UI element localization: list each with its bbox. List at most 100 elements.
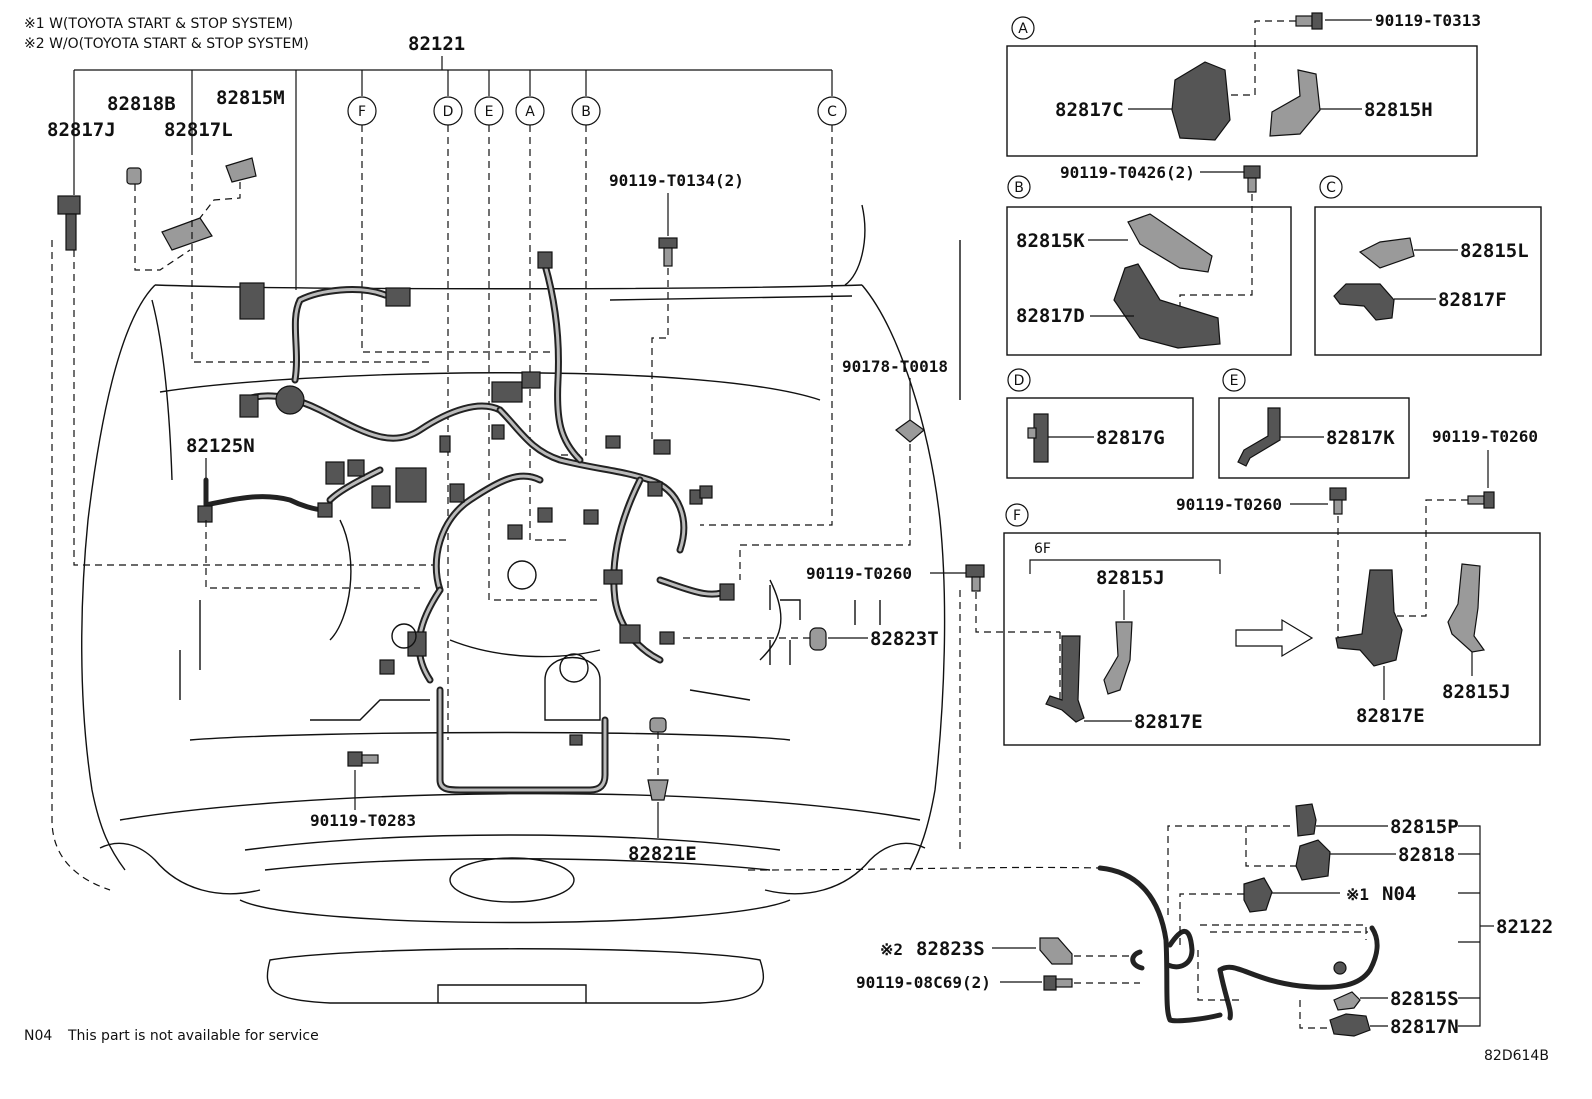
harness-82125N[interactable]	[197, 477, 333, 523]
part-82817G[interactable]	[1027, 413, 1049, 463]
bolt-90119-T0426[interactable]	[1243, 165, 1261, 193]
harness-connectors	[239, 251, 735, 746]
detail-f-circle: F	[1013, 508, 1021, 524]
part-N04[interactable]	[1243, 877, 1273, 913]
circle-label-F[interactable]: F	[347, 96, 377, 126]
sub-harness-82122-section: 82122 82815P 82818 ※1 N04 ※2 82823S 9011…	[747, 803, 1553, 1038]
circle-label-E[interactable]: E	[474, 96, 504, 126]
harness-82122[interactable]	[1097, 865, 1380, 1024]
clip-82823S[interactable]	[1039, 937, 1073, 965]
top-leader-lines	[73, 56, 833, 290]
label-82815H[interactable]: 82815H	[1364, 99, 1433, 121]
label-82817L[interactable]: 82817L	[164, 119, 233, 141]
detail-e-section: E 82817K	[1218, 368, 1410, 479]
main-wire-harness-82121[interactable]	[241, 261, 734, 794]
detail-e-circle: E	[1230, 373, 1239, 389]
bolt-90119-T0313[interactable]	[1295, 12, 1323, 30]
bolt-90119-T0134[interactable]	[658, 237, 678, 267]
bolt-90119-T0260-center[interactable]	[1329, 487, 1347, 515]
svg-text:B: B	[581, 104, 591, 120]
label-90119-T0260-right[interactable]: 90119-T0260	[1432, 427, 1538, 446]
label-90119-T0260-main[interactable]: 90119-T0260	[806, 564, 912, 583]
label-82815K[interactable]: 82815K	[1016, 230, 1085, 252]
bolt-90119-T0260-main[interactable]	[965, 564, 985, 592]
part-82817C[interactable]	[1171, 61, 1231, 141]
bolt-90119-T0260-right[interactable]	[1467, 491, 1495, 509]
part-82815J-left[interactable]	[1103, 621, 1133, 695]
label-82818B[interactable]: 82818B	[107, 93, 176, 115]
label-82821E[interactable]: 82821E	[628, 843, 697, 865]
label-6F: 6F	[1034, 541, 1051, 557]
bolt-90119-08C69[interactable]	[1043, 975, 1073, 991]
label-82125N[interactable]: 82125N	[186, 435, 255, 457]
detail-e-box	[1218, 397, 1410, 479]
label-82817F[interactable]: 82817F	[1438, 289, 1507, 311]
label-82817K[interactable]: 82817K	[1326, 427, 1395, 449]
clip-90178-T0018[interactable]	[895, 419, 925, 443]
detail-d-circle: D	[1014, 373, 1025, 389]
part-82818[interactable]	[1295, 839, 1331, 881]
label-82817C[interactable]: 82817C	[1055, 99, 1124, 121]
label-82817E-left[interactable]: 82817E	[1134, 711, 1203, 733]
part-82817N[interactable]	[1329, 1013, 1371, 1037]
footer-code: N04	[24, 1028, 52, 1044]
label-82817J[interactable]: 82817J	[47, 119, 116, 141]
part-82815K[interactable]	[1127, 213, 1213, 273]
part-82815P[interactable]	[1295, 803, 1317, 837]
label-N04-mark: ※1	[1346, 885, 1369, 904]
label-82815J-left[interactable]: 82815J	[1096, 567, 1165, 589]
part-82817F[interactable]	[1333, 283, 1395, 321]
part-82818B-clip[interactable]	[126, 167, 142, 185]
label-82823T[interactable]: 82823T	[870, 628, 939, 650]
label-82122[interactable]: 82122	[1496, 916, 1553, 938]
part-82817D[interactable]	[1113, 263, 1221, 349]
label-82817N[interactable]: 82817N	[1390, 1016, 1459, 1038]
label-90119-08C69-2[interactable]: 90119-08C69(2)	[856, 973, 991, 992]
label-82121[interactable]: 82121	[408, 33, 465, 55]
svg-text:F: F	[358, 104, 366, 120]
svg-text:E: E	[485, 104, 494, 120]
part-82815L[interactable]	[1358, 237, 1415, 269]
part-82815J-right[interactable]	[1447, 563, 1486, 653]
detail-f-box	[1003, 532, 1541, 746]
label-82815J-right[interactable]: 82815J	[1442, 681, 1511, 703]
label-82817D[interactable]: 82817D	[1016, 305, 1085, 327]
label-82817G[interactable]: 82817G	[1096, 427, 1165, 449]
label-90119-T0260-center[interactable]: 90119-T0260	[1176, 495, 1282, 514]
arrow-right-icon	[1235, 618, 1314, 658]
bolt-90119-T0283[interactable]	[347, 751, 379, 767]
detail-a-circle: A	[1018, 21, 1028, 37]
label-82815P[interactable]: 82815P	[1390, 816, 1459, 838]
detail-a-box	[1006, 45, 1478, 157]
label-90119-T0313[interactable]: 90119-T0313	[1375, 11, 1481, 30]
label-90119-T0283[interactable]: 90119-T0283	[310, 811, 416, 830]
circle-label-C[interactable]: C	[817, 96, 847, 126]
part-82817E-right[interactable]	[1335, 569, 1403, 667]
part-82815M-clip[interactable]	[225, 157, 257, 183]
circle-label-A[interactable]: A	[515, 96, 545, 126]
clip-82823T[interactable]	[809, 627, 827, 651]
note-start-stop-without: ※2 W/O(TOYOTA START & STOP SYSTEM)	[24, 36, 309, 52]
part-82815S[interactable]	[1333, 991, 1361, 1011]
label-82815S[interactable]: 82815S	[1390, 988, 1459, 1010]
part-82817E-left[interactable]	[1045, 635, 1085, 723]
part-82815H[interactable]	[1269, 69, 1321, 137]
label-82815M[interactable]: 82815M	[216, 87, 285, 109]
label-82815L[interactable]: 82815L	[1460, 240, 1529, 262]
part-82817K[interactable]	[1237, 407, 1281, 467]
svg-text:C: C	[827, 104, 837, 120]
detail-a-section: A 90119-T0313 82817C 82815H	[1006, 11, 1481, 157]
part-82817L-bracket[interactable]	[161, 217, 213, 251]
label-90119-T0426-2[interactable]: 90119-T0426(2)	[1060, 163, 1195, 182]
label-90178-T0018[interactable]: 90178-T0018	[842, 357, 948, 376]
circle-label-D[interactable]: D	[433, 96, 463, 126]
label-90119-T0134-2[interactable]: 90119-T0134(2)	[609, 171, 744, 190]
label-82823S[interactable]: 82823S	[916, 938, 985, 960]
label-N04[interactable]: N04	[1382, 883, 1416, 905]
detail-d-section: D 82817G	[1006, 368, 1194, 479]
part-82817J-clip[interactable]	[57, 195, 81, 251]
note-start-stop-with: ※1 W(TOYOTA START & STOP SYSTEM)	[24, 16, 293, 32]
label-82818[interactable]: 82818	[1398, 844, 1455, 866]
label-82817E-right[interactable]: 82817E	[1356, 705, 1425, 727]
circle-label-B[interactable]: B	[571, 96, 601, 126]
